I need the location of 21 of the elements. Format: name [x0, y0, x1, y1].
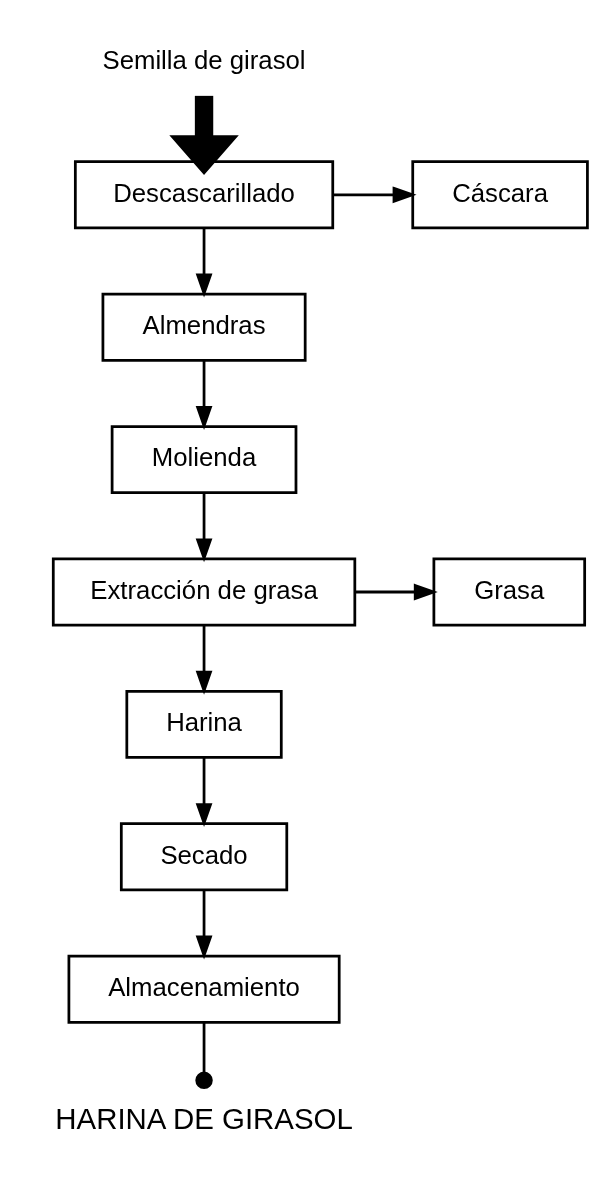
connector: [195, 1022, 213, 1090]
arrow: [195, 890, 213, 960]
node-box: Secado: [119, 822, 289, 892]
node-box: Extracción de grasa: [51, 557, 357, 627]
arrow: [333, 186, 417, 204]
arrow: [169, 95, 239, 175]
node-box: Grasa: [432, 557, 587, 627]
arrow: [195, 493, 213, 563]
node-box: Descascarillado: [73, 160, 335, 230]
arrow: [195, 625, 213, 695]
node-text: Semilla de girasol: [102, 46, 306, 75]
node-box: Molienda: [110, 425, 298, 495]
arrow: [195, 360, 213, 430]
arrow: [195, 228, 213, 298]
node-text: HARINA DE GIRASOL: [55, 1101, 353, 1135]
node-box: Harina: [125, 689, 283, 759]
arrow: [354, 583, 438, 601]
node-box: Cáscara: [411, 160, 589, 230]
node-box: Almacenamiento: [67, 954, 341, 1024]
arrow: [195, 757, 213, 828]
node-box: Almendras: [101, 292, 307, 362]
